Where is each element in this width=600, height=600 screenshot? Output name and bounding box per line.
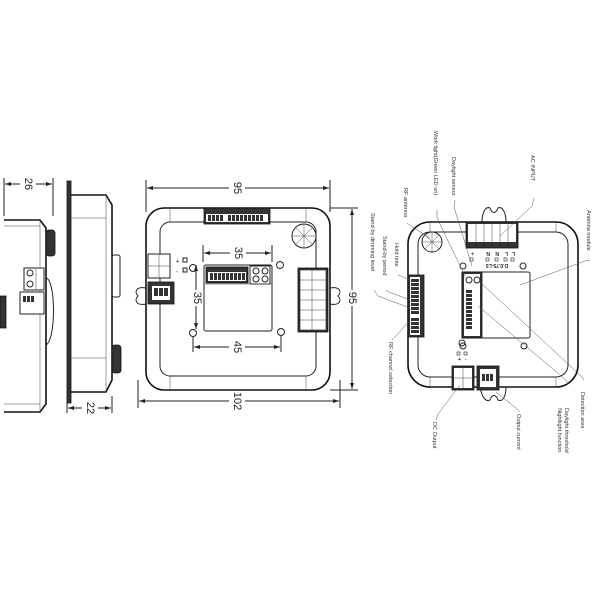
- pin-l1: L: [505, 250, 508, 256]
- pin-l2: L: [512, 250, 515, 256]
- label-ac-input: AC INPUT: [529, 155, 535, 182]
- label-work-light: Work light(Green LED on): [432, 131, 438, 195]
- label-daylight-sensor: Daylight sensor: [450, 157, 456, 196]
- dim-front-overall: 102: [231, 392, 243, 410]
- label-standby-period: Stand-by period: [381, 236, 387, 276]
- label-nightlight-function: Nightlight function: [556, 408, 562, 452]
- label-rf-antenna: RF antenna: [402, 188, 408, 218]
- dim-inner-height: 35: [191, 292, 203, 304]
- dc-plus: +: [458, 357, 461, 363]
- front-terminal-minus: -: [176, 269, 178, 275]
- label-rf-channel: RF channel selection: [387, 342, 393, 394]
- front-view: 95 95 102: [135, 180, 359, 410]
- dim-front-height: 95: [346, 292, 358, 304]
- label-antenna-module: Antenna module: [585, 210, 591, 251]
- labeled-view: + N N L L D.0.75-L5: [369, 131, 591, 453]
- label-daylight-threshold: Daylight threshold: [563, 408, 569, 453]
- side-view: 26: [0, 176, 56, 413]
- dim-hole-spacing: 45: [231, 341, 243, 353]
- label-dc-output: DC Output: [431, 422, 437, 449]
- dim-side-depth: 26: [22, 178, 34, 190]
- label-detection-area: Detection area: [579, 392, 585, 429]
- dim-profile-depth: 22: [84, 402, 96, 414]
- label-output-current: Output current: [515, 414, 521, 450]
- pin-n2: N: [495, 250, 499, 256]
- pin-n1: N: [486, 250, 490, 256]
- dim-front-width: 95: [231, 182, 243, 194]
- label-standby-dimming: Stand-by dimming level: [369, 213, 375, 271]
- dim-inner-width: 35: [232, 247, 244, 259]
- pin-plus: +: [471, 250, 474, 256]
- terminal-code: D.0.75-L5: [486, 262, 508, 268]
- label-hold-time: Hold time: [393, 243, 399, 267]
- front-terminal-plus: +: [176, 259, 179, 265]
- profile-view: 22: [66, 180, 122, 415]
- dc-minus: -: [465, 357, 467, 363]
